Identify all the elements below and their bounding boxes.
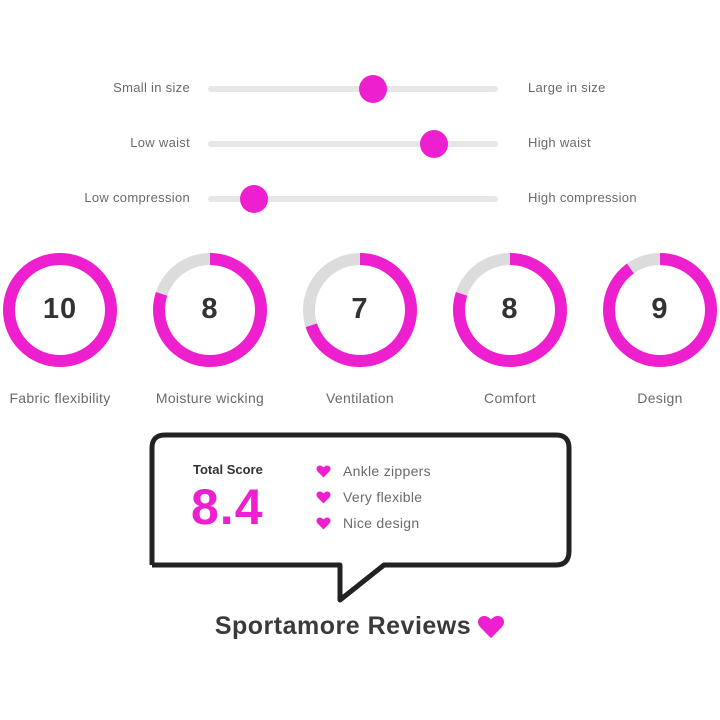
rating-label: Moisture wicking [155, 390, 265, 406]
size-slider-max-label: Large in size [528, 80, 606, 95]
rating-fabric-flexibility: 10 Fabric flexibility [2, 252, 118, 406]
rating-score: 7 [351, 293, 369, 325]
rating-ring [453, 253, 567, 367]
size-slider-track[interactable] [208, 75, 498, 103]
brand-title: Sportamore Reviews [214, 612, 472, 640]
size-slider-min-label: Small in size [113, 80, 190, 95]
pro-item-label: Very flexible [343, 489, 423, 505]
waist-slider-row: Low waist High waist [0, 128, 720, 158]
rating-ring [303, 253, 417, 367]
size-slider-thumb[interactable] [359, 75, 388, 103]
rating-label: Fabric flexibility [9, 390, 111, 406]
rating-ventilation: 7 Ventilation [302, 252, 418, 406]
pro-item-label: Ankle zippers [343, 463, 431, 479]
waist-slider-thumb[interactable] [420, 130, 449, 158]
rating-score: 9 [651, 293, 669, 325]
pro-item-label: Nice design [343, 515, 420, 531]
rating-ring [3, 253, 117, 367]
rating-score: 8 [501, 293, 519, 325]
total-score-value: 8.4 [191, 479, 264, 535]
size-slider-row: Small in size Large in size [0, 73, 720, 103]
rating-moisture-wicking: 8 Moisture wicking [152, 252, 268, 406]
heart-icon [316, 517, 331, 530]
heart-icon [316, 491, 331, 504]
heart-icon [478, 616, 505, 639]
rating-label: Comfort [484, 390, 536, 406]
rating-label: Ventilation [326, 390, 394, 406]
rating-score: 10 [42, 293, 78, 325]
total-score-label: Total Score [193, 462, 263, 477]
rating-label: Design [637, 390, 683, 406]
heart-icon [316, 465, 331, 478]
rating-ring [153, 253, 267, 367]
rating-score: 8 [201, 293, 219, 325]
compression-slider-max-label: High compression [528, 190, 637, 205]
rating-ring [603, 253, 717, 367]
compression-slider-min-label: Low compression [84, 190, 190, 205]
rating-comfort: 8 Comfort [452, 252, 568, 406]
waist-slider-track[interactable] [208, 130, 498, 158]
waist-slider-min-label: Low waist [130, 135, 190, 150]
rating-design: 9 Design [602, 252, 718, 406]
compression-slider-thumb[interactable] [240, 185, 269, 213]
compression-slider-track[interactable] [208, 185, 498, 213]
brand-footer: Sportamore Reviews [0, 612, 720, 641]
compression-slider-row: Low compression High compression [0, 183, 720, 213]
waist-slider-max-label: High waist [528, 135, 591, 150]
